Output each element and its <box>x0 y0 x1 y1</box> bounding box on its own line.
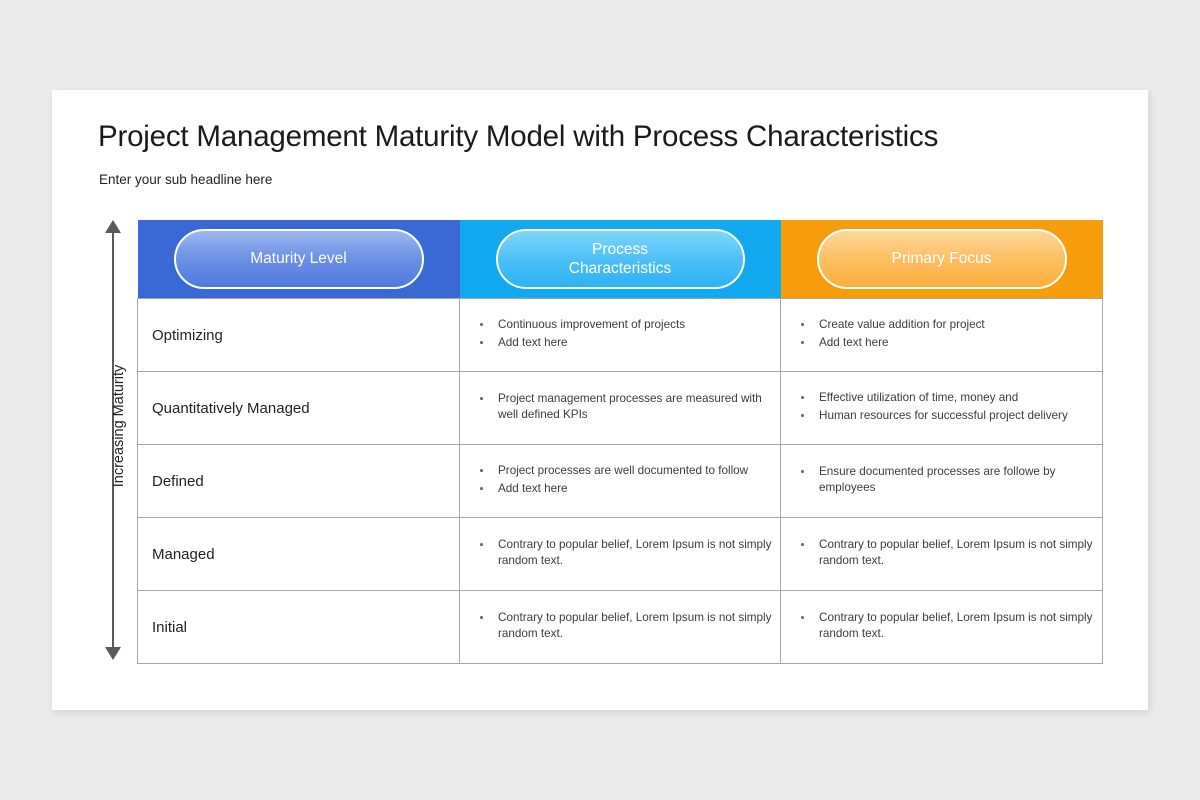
maturity-level-label: Quantitatively Managed <box>152 399 310 417</box>
list-item: Project processes are well documented to… <box>478 463 776 479</box>
cell-focus: Contrary to popular belief, Lorem Ipsum … <box>780 590 1103 664</box>
header-cell-process-characteristics: Process Characteristics <box>459 220 781 299</box>
header-label-process-characteristics: Process Characteristics <box>569 240 672 279</box>
maturity-matrix-table: Maturity Level Process Characteristics P… <box>137 220 1103 664</box>
slide-canvas: Project Management Maturity Model with P… <box>52 90 1148 710</box>
list-item: Contrary to popular belief, Lorem Ipsum … <box>799 610 1098 641</box>
cell-level: Initial <box>137 590 460 664</box>
maturity-axis: Increasing Maturity <box>98 220 144 660</box>
maturity-level-label: Defined <box>152 472 204 490</box>
cell-characteristics: Project management processes are measure… <box>459 371 781 445</box>
list-item: Continuous improvement of projects <box>478 317 776 333</box>
maturity-level-label: Managed <box>152 545 215 563</box>
cell-level: Quantitatively Managed <box>137 371 460 445</box>
characteristics-list: Continuous improvement of projects Add t… <box>460 317 780 350</box>
characteristics-list: Project management processes are measure… <box>460 391 780 422</box>
maturity-level-label: Optimizing <box>152 326 223 344</box>
list-item: Contrary to popular belief, Lorem Ipsum … <box>478 537 776 568</box>
cell-characteristics: Contrary to popular belief, Lorem Ipsum … <box>459 517 781 591</box>
cell-level: Optimizing <box>137 298 460 372</box>
table-row: Optimizing Continuous improvement of pro… <box>137 298 1103 372</box>
cell-level: Defined <box>137 444 460 518</box>
maturity-level-label: Initial <box>152 618 188 636</box>
focus-list: Effective utilization of time, money and… <box>781 390 1102 423</box>
cell-focus: Effective utilization of time, money and… <box>780 371 1103 445</box>
page-title: Project Management Maturity Model with P… <box>98 120 939 153</box>
cell-focus: Ensure documented processes are followe … <box>780 444 1103 518</box>
arrow-down-icon <box>105 647 121 660</box>
list-item: Add text here <box>799 335 1098 351</box>
list-item: Project management processes are measure… <box>478 391 776 422</box>
cell-focus: Contrary to popular belief, Lorem Ipsum … <box>780 517 1103 591</box>
page-subtitle: Enter your sub headline here <box>99 172 273 187</box>
header-cell-primary-focus: Primary Focus <box>780 220 1103 299</box>
header-label-line-1: Process <box>592 240 648 258</box>
list-item: Contrary to popular belief, Lorem Ipsum … <box>799 537 1098 568</box>
list-item: Effective utilization of time, money and <box>799 390 1098 406</box>
focus-list: Contrary to popular belief, Lorem Ipsum … <box>781 537 1102 568</box>
focus-list: Contrary to popular belief, Lorem Ipsum … <box>781 610 1102 641</box>
header-label-line-2: Characteristics <box>568 260 672 277</box>
cell-level: Managed <box>137 517 460 591</box>
list-item: Add text here <box>478 481 776 497</box>
table-row: Quantitatively Managed Project managemen… <box>137 371 1103 445</box>
list-item: Ensure documented processes are followe … <box>799 464 1098 495</box>
focus-list: Create value addition for project Add te… <box>781 317 1102 350</box>
focus-list: Ensure documented processes are followe … <box>781 464 1102 495</box>
list-item: Human resources for successful project d… <box>799 408 1098 424</box>
list-item: Add text here <box>478 335 776 351</box>
list-item: Create value addition for project <box>799 317 1098 333</box>
header-pill-primary-focus[interactable]: Primary Focus <box>816 229 1067 289</box>
header-pill-maturity-level[interactable]: Maturity Level <box>173 229 424 289</box>
characteristics-list: Project processes are well documented to… <box>460 463 780 496</box>
arrow-up-icon <box>105 220 121 233</box>
table-row: Defined Project processes are well docum… <box>137 444 1103 518</box>
header-pill-process-characteristics[interactable]: Process Characteristics <box>495 229 745 289</box>
cell-characteristics: Project processes are well documented to… <box>459 444 781 518</box>
cell-characteristics: Contrary to popular belief, Lorem Ipsum … <box>459 590 781 664</box>
cell-characteristics: Continuous improvement of projects Add t… <box>459 298 781 372</box>
cell-focus: Create value addition for project Add te… <box>780 298 1103 372</box>
header-label-primary-focus: Primary Focus <box>891 250 992 268</box>
header-cell-maturity-level: Maturity Level <box>137 220 460 299</box>
characteristics-list: Contrary to popular belief, Lorem Ipsum … <box>460 537 780 568</box>
axis-line <box>112 232 114 648</box>
table-row: Initial Contrary to popular belief, Lore… <box>137 590 1103 664</box>
characteristics-list: Contrary to popular belief, Lorem Ipsum … <box>460 610 780 641</box>
axis-label: Increasing Maturity <box>111 364 127 488</box>
table-header-row: Maturity Level Process Characteristics P… <box>137 220 1103 299</box>
list-item: Contrary to popular belief, Lorem Ipsum … <box>478 610 776 641</box>
table-row: Managed Contrary to popular belief, Lore… <box>137 517 1103 591</box>
header-label-maturity-level: Maturity Level <box>250 250 347 268</box>
